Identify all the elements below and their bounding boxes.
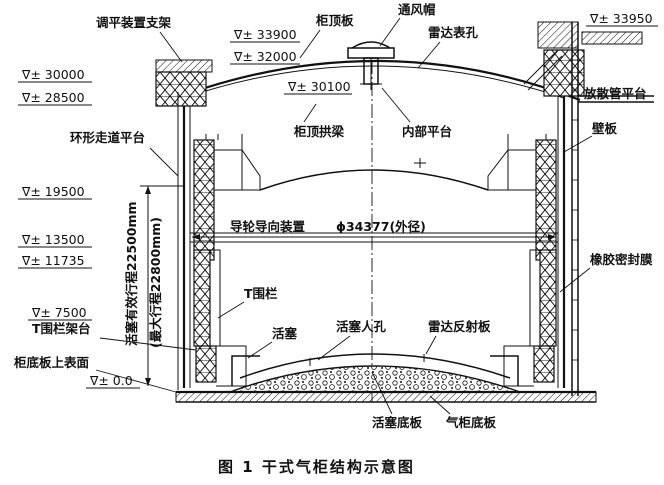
figure-caption: 图 1 干式气柜结构示意图 [218, 458, 415, 476]
elev-13500: ∇± 13500 [21, 232, 85, 247]
component-labels: 调平装置支架 柜顶板 通风帽 雷达表孔 放散管平台 环形走道平台 柜顶拱梁 内部… [13, 2, 653, 430]
tank-structure [140, 21, 654, 403]
label-piston-manhole: 活塞人孔 [336, 319, 387, 334]
label-vent-pipe-platform: 放散管平台 [583, 86, 647, 101]
label-radar-reflector: 雷达反射板 [428, 319, 491, 334]
label-effective-stroke: 活塞有效行程22500mm [124, 201, 139, 346]
label-inner-platform: 内部平台 [402, 124, 452, 139]
label-radar-gauge-hole: 雷达表孔 [428, 25, 479, 40]
label-leveling-support: 调平装置支架 [96, 15, 172, 30]
label-rubber-seal: 橡胶密封膜 [590, 252, 653, 267]
elev-32000: ∇± 32000 [233, 49, 297, 64]
elev-28500: ∇± 28500 [21, 90, 85, 105]
label-bottom-surface: 柜底板上表面 [13, 355, 90, 370]
label-t-fence: T围栏 [244, 286, 278, 301]
elev-33950: ∇± 33950 [589, 11, 653, 26]
label-max-stroke: (最大行程22800mm) [148, 217, 163, 348]
label-tank-bottom: 气柜底板 [445, 415, 497, 430]
elev-30000: ∇± 30000 [21, 67, 85, 82]
elev-33900: ∇± 33900 [233, 27, 297, 42]
vent-cap-shape [347, 41, 395, 90]
label-diameter: ϕ34377(外径) [336, 219, 426, 234]
label-wall-plate: 壁板 [592, 121, 618, 136]
label-guide-wheel: 导轮导向装置 [230, 219, 306, 234]
label-roof-arch-beam: 柜顶拱梁 [293, 124, 345, 139]
label-piston: 活塞 [272, 326, 298, 341]
elev-11735: ∇± 11735 [21, 253, 85, 268]
label-vent-cap: 通风帽 [398, 2, 436, 17]
label-roof-plate: 柜顶板 [315, 13, 354, 28]
elev-30100: ∇± 30100 [287, 79, 351, 94]
elev-19500: ∇± 19500 [21, 184, 85, 199]
label-piston-bottom: 活塞底板 [372, 415, 423, 430]
label-t-fence-frame: T围栏架台 [32, 321, 91, 336]
elevation-markers: ∇± 33900 ∇± 32000 ∇± 30100 ∇± 33950 ∇± 3… [18, 11, 658, 389]
label-ring-walkway: 环形走道平台 [70, 130, 145, 145]
elev-7500: ∇± 7500 [31, 305, 87, 320]
elev-0: ∇± 0.0 [89, 373, 133, 388]
